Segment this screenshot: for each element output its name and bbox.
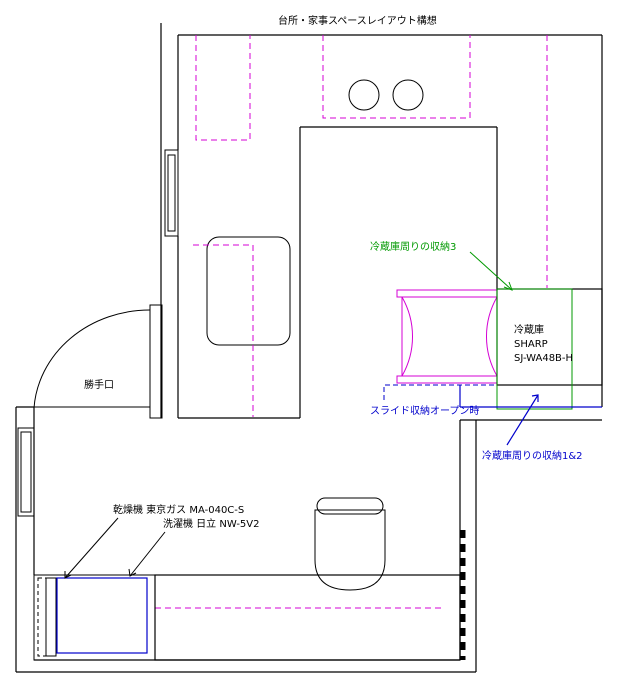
- dryer-label: 乾燥機 東京ガス MA-040C-S: [113, 503, 244, 516]
- dryer-arrowhead: [64, 571, 72, 579]
- washer-arrowhead: [128, 568, 137, 577]
- storage12-arrow: [506, 394, 539, 446]
- door-label: 勝手口: [84, 378, 114, 391]
- window-upper: [164, 149, 179, 237]
- existing-cabinets: [155, 35, 548, 609]
- storage12-label: 冷蔵庫周りの収納1&2: [482, 449, 583, 462]
- window-left: [17, 427, 35, 517]
- laundry-area: [33, 574, 156, 661]
- burner-left: [348, 79, 380, 111]
- chair: [314, 497, 386, 591]
- fridge-label-3: SJ-WA48B-H: [514, 353, 573, 364]
- washer-arrow: [129, 531, 166, 577]
- slide-storage: [396, 289, 498, 384]
- storage3-arrowhead: [503, 281, 513, 291]
- slide-open-outline: [383, 384, 602, 408]
- slide-note-label: スライド収納オープン時: [370, 404, 479, 417]
- washer-label: 洗濯機 日立 NW-5V2: [163, 517, 260, 530]
- washer-box: [56, 577, 148, 654]
- storage12-arrowhead: [531, 394, 539, 402]
- storage3-label: 冷蔵庫周りの収納3: [370, 240, 456, 253]
- plan-title: 台所・家事スペースレイアウト構想: [278, 14, 437, 27]
- dryer-arrow: [64, 517, 119, 579]
- lower-counter: [154, 574, 461, 661]
- fridge-label-2: SHARP: [514, 339, 548, 350]
- kitchen-counter: [299, 126, 498, 418]
- fridge-label-1: 冷蔵庫: [514, 323, 544, 336]
- sink: [206, 236, 291, 346]
- back-door: [33, 304, 163, 419]
- burner-right: [392, 79, 424, 111]
- storage3-arrow: [469, 251, 513, 291]
- fridge: [496, 288, 603, 410]
